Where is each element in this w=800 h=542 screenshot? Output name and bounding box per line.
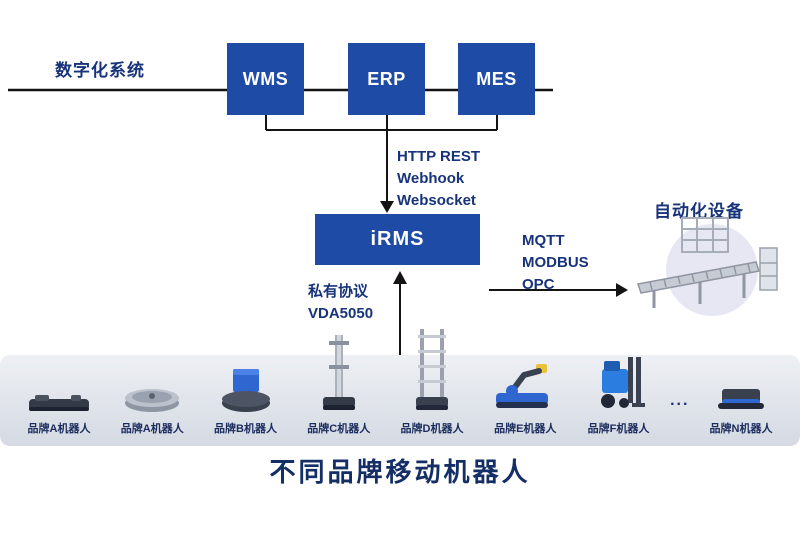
robot-band: 品牌A机器人 品牌A机器人 [0, 329, 800, 446]
compact-agv-robot-icon [716, 385, 766, 413]
robot-protocol-line-1: 私有协议 [308, 283, 369, 300]
robot-item-brand-e: 品牌E机器人 [480, 361, 570, 436]
erp-box: ERP [348, 43, 425, 115]
robot-item-brand-c: 品牌C机器人 [294, 333, 384, 436]
robot-label: 品牌A机器人 [27, 423, 91, 435]
rack-shuttle-robot-icon [412, 327, 452, 413]
bin-carrier-robot-icon [219, 367, 273, 413]
robot-label: 品牌C机器人 [307, 423, 371, 435]
robot-item-brand-a1: 品牌A机器人 [14, 385, 104, 436]
south-protocol-line-3: Websocket [397, 192, 476, 209]
mast-lift-robot-icon [317, 333, 361, 413]
robot-item-brand-f: 品牌F机器人 [574, 355, 664, 436]
disc-robot-icon [123, 385, 181, 413]
flat-agv-robot-icon [27, 385, 91, 413]
conveyor-equipment-icon [637, 217, 778, 316]
south-protocol-line-1: HTTP REST [397, 148, 481, 165]
east-protocols-label: MQTT MODBUS OPC [522, 230, 589, 296]
irms-box: iRMS [315, 214, 480, 265]
robot-label: 品牌A机器人 [120, 423, 184, 435]
robot-label: 品牌B机器人 [214, 423, 277, 435]
robot-item-brand-a2: 品牌A机器人 [107, 385, 197, 436]
robot-item-brand-b: 品牌B机器人 [201, 367, 291, 436]
robot-label: 品牌E机器人 [494, 423, 557, 435]
robot-label: 品牌D机器人 [400, 423, 464, 435]
mobile-arm-robot-icon [494, 361, 556, 413]
robot-label: 品牌N机器人 [709, 423, 773, 435]
forklift-robot-icon [592, 355, 646, 413]
east-protocol-line-2: MODBUS [522, 254, 589, 271]
automation-equipment-label: 自动化设备 [654, 202, 744, 221]
robot-item-brand-d: 品牌D机器人 [387, 327, 477, 436]
east-protocol-line-1: MQTT [522, 232, 565, 249]
bottom-title: 不同品牌移动机器人 [269, 457, 531, 487]
robot-protocol-line-2: VDA5050 [308, 305, 374, 322]
south-protocols-label: HTTP REST Webhook Websocket [397, 146, 480, 212]
robot-row: 品牌A机器人 品牌A机器人 [0, 329, 800, 446]
digital-systems-label: 数字化系统 [55, 61, 145, 80]
wms-box: WMS [227, 43, 304, 115]
east-protocol-line-3: OPC [522, 276, 555, 293]
robot-label: 品牌F机器人 [587, 423, 650, 435]
robot-item-brand-n: 品牌N机器人 [696, 385, 786, 436]
mes-box: MES [458, 43, 535, 115]
more-robots-ellipsis: ... [670, 392, 690, 409]
south-protocol-line-2: Webhook [397, 170, 465, 187]
robot-protocol-label: 私有协议 VDA5050 [308, 281, 373, 325]
